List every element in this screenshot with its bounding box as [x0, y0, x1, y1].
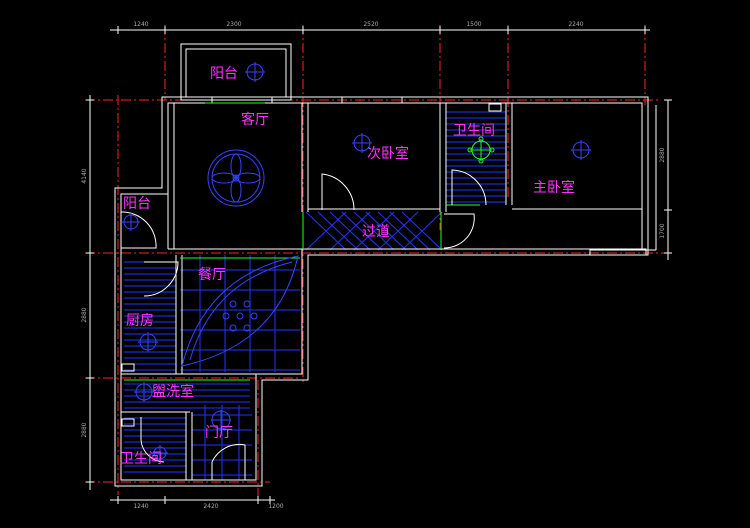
dim-top-5: 2240: [568, 21, 583, 28]
dim-top-2: 2300: [226, 21, 241, 28]
door-corridor: [443, 213, 475, 249]
door-entry: [211, 443, 246, 480]
entry-grid: [192, 405, 252, 480]
ceiling-light-icon: [352, 133, 372, 153]
ceiling-light-icon: [122, 213, 140, 231]
room-label-washroom: 盥洗室: [152, 383, 194, 400]
outer-wall: [114, 96, 649, 487]
room-label-balcony-left: 阳台: [123, 196, 151, 212]
axis-lines: [85, 25, 670, 500]
ceiling-light-icon: [571, 140, 591, 160]
doors: [120, 169, 487, 480]
dim-bottom-1: 1240: [133, 503, 148, 510]
room-label-kitchen: 厨房: [126, 313, 154, 329]
dim-bottom-3: 1200: [268, 503, 283, 510]
room-label-bath-top: 卫生间: [453, 123, 495, 139]
dim-right-1: 2880: [659, 147, 666, 162]
walls: [114, 43, 657, 487]
balcony-top-wall: [180, 43, 292, 101]
dim-top-4: 1500: [466, 21, 481, 28]
bath-top-hatch: [446, 111, 506, 203]
door-bath-top: [451, 169, 487, 206]
symbols: [121, 62, 591, 461]
ceiling-light-icon: [245, 62, 265, 82]
ceiling-light-icon: [211, 410, 231, 430]
green-markers: [124, 102, 480, 381]
vent-icon: [121, 363, 135, 372]
ceiling-light-icon: [138, 332, 158, 352]
window: [589, 248, 647, 256]
dim-top-1: 1240: [133, 21, 148, 28]
hatched-floors: [124, 111, 506, 480]
ceiling-light-icon: [152, 445, 168, 461]
room-label-dining: 餐厅: [198, 267, 226, 283]
room-label-entry-hall: 门厅: [205, 425, 233, 441]
room-label-bath-bottom: 卫生间: [120, 451, 162, 467]
door-bath-bottom: [140, 417, 165, 463]
door-balcony-left: [120, 211, 157, 249]
dimension-texts: 1240 2300 2520 1500 2240 4140 2880 2880 …: [81, 21, 666, 510]
door-second-bedroom: [321, 173, 355, 211]
dining-grid: [180, 255, 300, 372]
vent-icon: [488, 103, 502, 112]
room-labels: 阳台 客厅 次卧室 卫生间 主卧室 阳台 过道 餐厅 厨房 盥洗室 门厅 卫生间: [120, 66, 575, 467]
room-label-living: 客厅: [241, 111, 269, 128]
dim-right-2: 1700: [659, 223, 666, 238]
window: [341, 96, 403, 104]
vent-icon: [121, 418, 135, 427]
ceiling-medallion-icon: [207, 149, 265, 207]
room-label-master-bedroom: 主卧室: [533, 179, 575, 196]
bath-light-icon: [467, 136, 495, 164]
room-label-second-bedroom: 次卧室: [367, 145, 409, 162]
room-label-corridor: 过道: [362, 224, 390, 240]
dim-left-1: 4140: [81, 168, 88, 183]
dimension-lines: [86, 26, 672, 504]
ceiling-light-icon: [134, 382, 154, 402]
dim-top-3: 2520: [363, 21, 378, 28]
dim-left-3: 2880: [81, 422, 88, 437]
room-label-balcony-top: 阳台: [210, 66, 238, 82]
door-kitchen: [143, 261, 179, 297]
dim-left-2: 2880: [81, 307, 88, 322]
dining-chandelier-icon: [181, 255, 299, 367]
dim-bottom-2: 2420: [203, 503, 218, 510]
corridor-hatch: [305, 211, 443, 251]
